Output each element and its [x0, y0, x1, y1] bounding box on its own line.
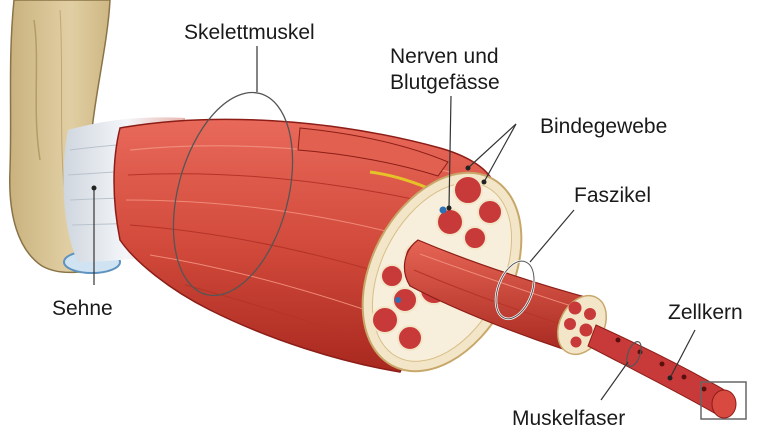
- label-sehne: Sehne: [52, 297, 113, 320]
- label-nerven-und: Nerven und: [390, 45, 499, 68]
- muscle-fiber: [587, 324, 747, 420]
- zoom-box: [700, 381, 747, 420]
- blood-vessel-dot: [439, 206, 447, 214]
- label-skelettmuskel: Skelettmuskel: [184, 21, 315, 44]
- label-faszikel: Faszikel: [574, 184, 652, 207]
- skeletal-muscle-ring: [172, 91, 294, 297]
- label-muskelfaser: Muskelfaser: [512, 407, 626, 430]
- label-blutgefaesse: Blutgefässe: [390, 71, 500, 94]
- leader-lines: [93, 46, 696, 401]
- label-bindegewebe: Bindegewebe: [540, 115, 668, 138]
- label-zellkern: Zellkern: [668, 301, 743, 324]
